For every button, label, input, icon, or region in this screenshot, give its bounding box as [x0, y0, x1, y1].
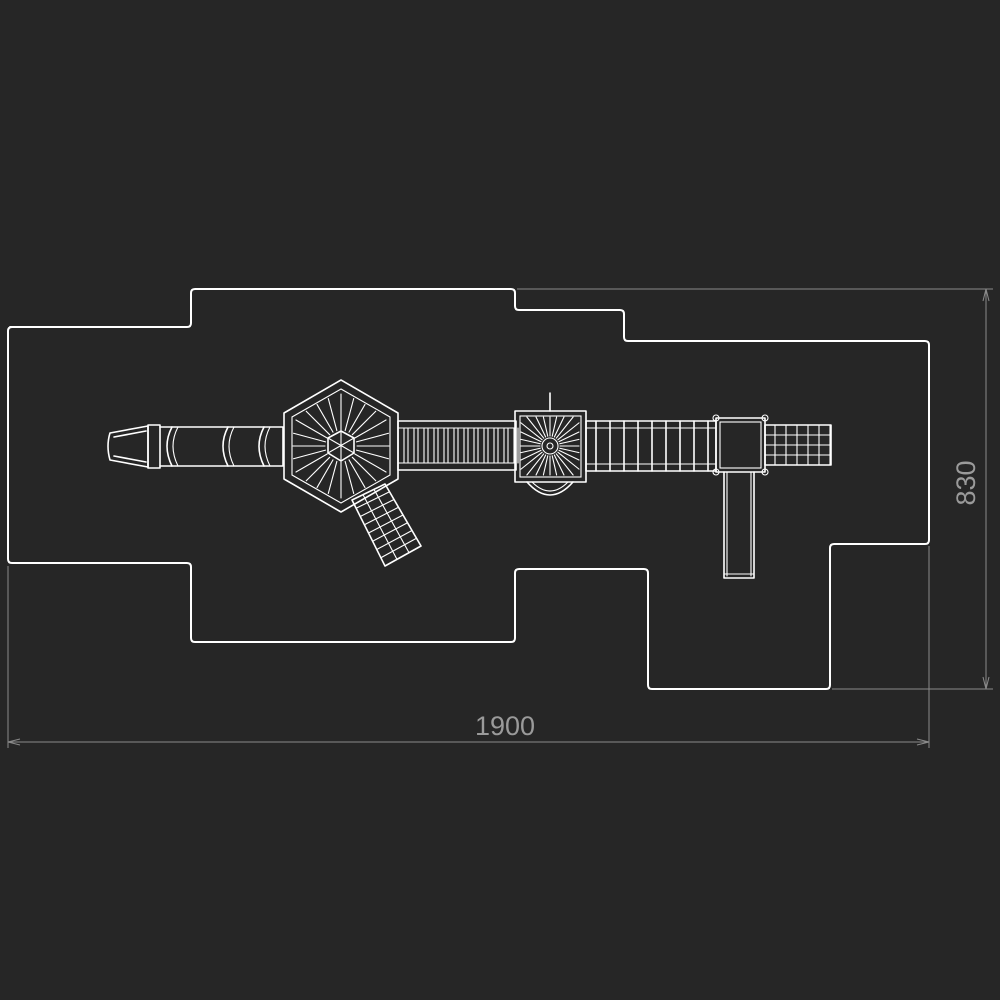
square-tower — [514, 392, 587, 496]
straight-slide — [723, 471, 755, 579]
width-dimension: 1900 — [7, 546, 930, 748]
safety-zone-outline — [7, 288, 930, 690]
net-end — [764, 424, 832, 466]
platform — [712, 414, 769, 476]
height-dimension-label: 830 — [951, 460, 981, 505]
climbing-net — [351, 483, 422, 567]
height-dimension: 830 — [517, 288, 993, 690]
width-dimension-label: 1900 — [475, 711, 535, 741]
bridge-1 — [397, 420, 519, 471]
bridge-2 — [585, 420, 717, 472]
tube-slide — [107, 424, 284, 469]
hexagonal-tower — [283, 379, 399, 513]
